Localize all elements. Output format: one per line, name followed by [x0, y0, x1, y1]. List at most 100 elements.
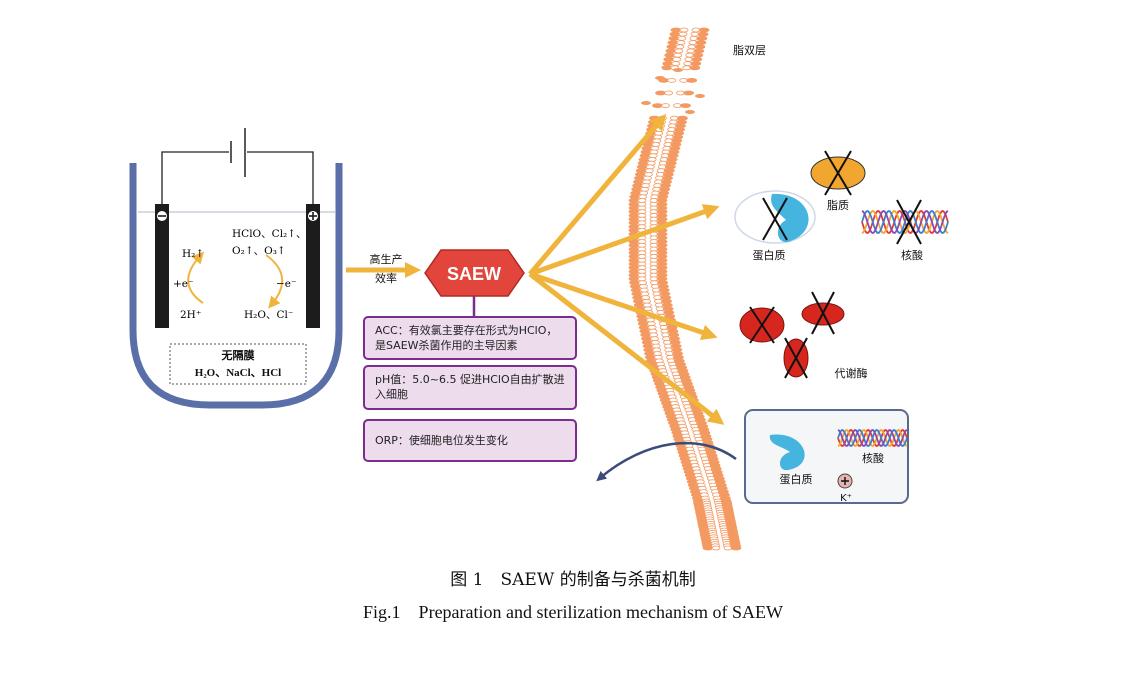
leakage-arrow	[596, 441, 737, 482]
lipid-molecule	[649, 115, 660, 121]
no-membrane-label: 无隔膜	[221, 348, 255, 362]
lipid-molecule	[656, 198, 668, 203]
lipid-molecule	[637, 242, 647, 248]
metabolic-enzyme-label: 代谢酶	[835, 366, 868, 380]
lipid-molecule	[634, 175, 645, 181]
potassium-label: K⁺	[840, 493, 852, 504]
lipid-molecule	[695, 40, 707, 45]
production-label-line1: 高生产	[370, 252, 403, 266]
lipid-molecule	[664, 90, 673, 96]
lipid-molecule	[730, 545, 742, 551]
lipid-molecule	[628, 242, 640, 248]
dna-strand	[861, 210, 949, 234]
lipid-molecule	[674, 48, 684, 54]
lipid-molecule	[669, 31, 681, 37]
lipid-bilayer-label: 脂双层	[733, 43, 766, 57]
electrolysis-cell: H₂↑ +e⁻ 2H⁺ HClO、Cl₂↑、 O₂↑、O₃↑ −e⁻ H₂O、C…	[129, 128, 343, 409]
anode-cycle-arrow	[265, 254, 284, 309]
lipid-molecule	[677, 36, 687, 41]
lipid-molecule	[649, 332, 659, 338]
lipid-molecule	[661, 65, 673, 71]
enzyme-cross-icon-2	[811, 291, 835, 335]
lipid-molecule	[662, 61, 674, 66]
lipid-molecule	[640, 186, 650, 192]
lipid-molecule	[667, 153, 679, 159]
lipid-molecule	[686, 78, 698, 83]
anode-products-line1: HClO、Cl₂↑、	[232, 228, 307, 240]
lipid-molecule	[652, 103, 663, 108]
lipid-molecule	[689, 65, 701, 71]
lipid-molecule	[661, 103, 670, 108]
mechanism-box-acc: ACC：有效氯主要存在形式为HClO，是SAEW杀菌作用的主导因素	[363, 316, 577, 360]
caption-chinese: 图 1 SAEW 的制备与杀菌机制	[450, 570, 696, 590]
lipid-label: 脂质	[827, 198, 849, 212]
nucleic-acid-label: 核酸	[901, 248, 923, 262]
loose-lipid-molecule	[685, 110, 695, 114]
lipid-molecule	[673, 130, 685, 136]
lipid-molecule	[670, 27, 682, 33]
hydrogen-label: H₂↑	[182, 248, 204, 260]
attack-arrow-leakage	[528, 272, 725, 425]
dna-strand	[837, 429, 908, 447]
cell-tank	[129, 163, 343, 409]
lipid-molecule	[645, 164, 655, 170]
lipid-molecule	[693, 48, 705, 54]
lipid-molecule	[658, 287, 670, 293]
lipid-molecule	[636, 164, 648, 170]
wire-left	[161, 151, 229, 206]
lipid-molecule	[655, 90, 666, 96]
lipid-molecule	[648, 153, 658, 159]
production-label-line2: 效率	[375, 271, 397, 285]
attack-arrow-membrane	[528, 113, 667, 276]
enzyme-cross-icon-3	[784, 337, 808, 379]
lipid-molecule	[663, 57, 675, 62]
lipid-molecule	[711, 545, 721, 551]
saew-hexagon	[424, 249, 525, 297]
lipid-molecule	[680, 103, 691, 108]
lipid-molecule	[642, 298, 651, 304]
lipid-bilayer-membrane	[628, 27, 742, 551]
lipid-molecule	[628, 220, 640, 226]
lipid-molecule	[667, 78, 677, 83]
saew-label: SAEW	[447, 264, 501, 284]
lipid-molecule	[697, 31, 709, 37]
lipid-molecule	[661, 298, 672, 304]
lipid-molecule	[673, 52, 683, 58]
inner-nucleic-acid-label: 核酸	[862, 451, 884, 465]
lipid-molecule	[690, 61, 702, 66]
lipid-molecule	[643, 175, 652, 181]
lipid-molecule	[675, 44, 685, 50]
inner-nucleic-acid-icon	[837, 429, 908, 447]
dna-strand	[861, 210, 949, 234]
lipid-molecule	[668, 332, 680, 338]
loose-lipid-molecule	[673, 68, 683, 72]
lipid-molecule	[662, 175, 673, 181]
loose-lipid-molecule	[655, 76, 665, 80]
lipid-molecule	[656, 276, 668, 282]
loose-lipid-molecule	[641, 101, 651, 105]
lipid-molecule	[651, 142, 661, 147]
mechanism-text-ph: pH值：5.0~6.5 促进HClO自由扩散进入细胞	[375, 373, 565, 401]
lipid-molecule	[670, 142, 682, 147]
lipid-molecule	[663, 310, 675, 315]
cathode-electrode	[155, 204, 169, 328]
lipid-molecule	[656, 242, 668, 248]
lipid-molecule	[664, 164, 676, 170]
cathode-cycle-arrow	[187, 251, 204, 304]
lipid-molecule	[692, 52, 704, 58]
lipid-molecule	[637, 198, 647, 203]
lipid-molecule	[665, 48, 677, 54]
enzyme-cross-icon-1	[749, 306, 775, 344]
dna-strand	[837, 429, 908, 447]
lipid-molecule	[676, 119, 687, 125]
inner-protein-label: 蛋白质	[780, 472, 813, 486]
lipid-cross-icon	[824, 150, 852, 196]
lipid-molecule	[654, 130, 664, 136]
anode-products-line2: O₂↑、O₃↑	[232, 245, 286, 257]
lipid-molecule	[683, 90, 694, 96]
lipid-molecule	[664, 52, 676, 58]
lipid-molecule	[698, 27, 710, 33]
proton-label: 2H⁺	[180, 309, 201, 321]
lipid-molecule	[676, 40, 686, 45]
